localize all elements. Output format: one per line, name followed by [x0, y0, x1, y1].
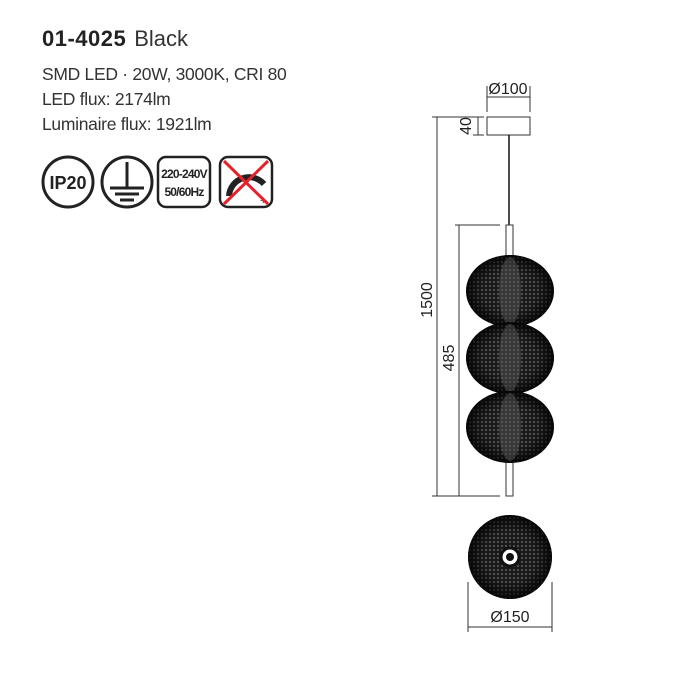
ip-rating-label: IP20 [49, 173, 86, 193]
led-flux: LED flux: 2174lm [42, 89, 171, 109]
globe [466, 255, 554, 327]
upper-rod [505, 224, 514, 258]
canopy [486, 116, 531, 136]
lower-rod [505, 459, 514, 497]
canopy-diameter-label: Ø100 [488, 81, 527, 98]
product-code: 01-4025 [42, 26, 127, 51]
body-diameter-label: Ø150 [490, 609, 529, 626]
canopy-height-label: 40 [458, 117, 475, 135]
bottom-view [468, 515, 552, 599]
frequency-label: 50/60Hz [164, 185, 204, 199]
total-height-label: 1500 [419, 282, 436, 318]
spec-line: SMD LED · 20W, 3000K, CRI 80 [42, 64, 287, 84]
not-dimmable-icon: - + [218, 155, 274, 209]
product-color: Black [134, 26, 189, 51]
ip-rating-icon: IP20 [41, 155, 95, 209]
globe [466, 322, 554, 394]
body-height-label: 485 [441, 345, 458, 372]
earth-ground-icon [100, 155, 154, 209]
certification-icons: IP20 220-240V 50/60Hz - + [41, 155, 274, 209]
luminaire-flux: Luminaire flux: 1921lm [42, 114, 212, 134]
voltage-icon: 220-240V 50/60Hz [156, 155, 212, 209]
voltage-label: 220-240V [161, 167, 207, 181]
globe [466, 391, 554, 463]
product-title: 01-4025 Black [42, 26, 188, 52]
globes [466, 255, 554, 463]
